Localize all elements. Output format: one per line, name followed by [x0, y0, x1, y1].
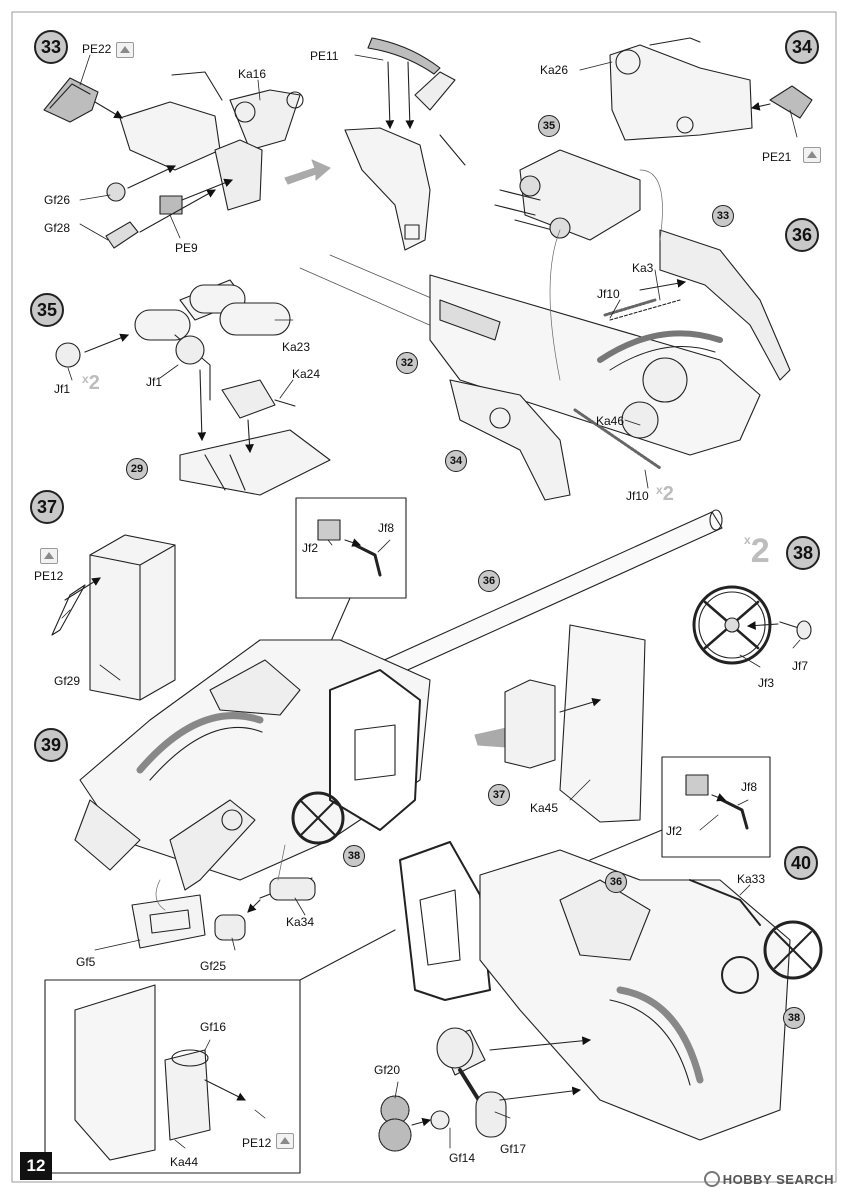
photo-etch-icon [116, 42, 134, 58]
hobby-search-icon [703, 1171, 720, 1187]
label-ka45: Ka45 [530, 801, 559, 815]
label-gf16: Gf16 [200, 1020, 227, 1034]
step-39-badge: 39 [34, 728, 68, 762]
ref-34-badge: 34 [445, 450, 467, 472]
step35-parts [55, 279, 331, 496]
ref-29-badge: 29 [126, 458, 148, 480]
label-pe11: PE11 [310, 49, 339, 63]
label-ka23: Ka23 [282, 340, 311, 354]
label-gf25: Gf25 [200, 959, 227, 973]
ref-37-badge: 37 [488, 784, 510, 806]
step-40-badge: 40 [784, 846, 818, 880]
label-jf1: Jf1 [54, 382, 71, 396]
multiplier-jf1: x2 [82, 372, 100, 394]
watermark-text: HOBBY SEARCH [722, 1172, 834, 1187]
label-pe22: PE22 [82, 42, 112, 56]
step-37-badge: 37 [30, 490, 64, 524]
step34-parts [609, 37, 813, 141]
step37-parts [51, 534, 176, 701]
step40-assembly [378, 841, 823, 1152]
ref-36-badge: 36 [478, 570, 500, 592]
step-36-badge: 36 [785, 218, 819, 252]
label-jf1-b: Jf1 [146, 375, 163, 389]
multiplier-jf10: x2 [656, 483, 674, 505]
ref-35-badge: 35 [538, 115, 560, 137]
label-pe21: PE21 [762, 150, 792, 164]
label-jf2: Jf2 [302, 541, 319, 555]
watermark-logo: HOBBY SEARCH [703, 1171, 834, 1187]
ref-36-badge-2: 36 [605, 871, 627, 893]
label-jf2-b: Jf2 [666, 824, 683, 838]
label-ka44: Ka44 [170, 1155, 199, 1169]
label-pe9: PE9 [175, 241, 198, 255]
step-38-badge: 38 [786, 536, 820, 570]
label-ka24: Ka24 [292, 367, 321, 381]
pe11-assembly [344, 37, 466, 251]
label-jf7: Jf7 [792, 659, 809, 673]
label-jf8: Jf8 [378, 521, 395, 535]
label-jf3: Jf3 [758, 676, 775, 690]
label-gf29: Gf29 [54, 674, 81, 688]
photo-etch-icon [40, 548, 58, 564]
label-gf28: Gf28 [44, 221, 71, 235]
ref-38-badge: 38 [343, 845, 365, 867]
step33-parts [43, 71, 304, 249]
step39-assembly [74, 639, 521, 949]
photo-etch-icon [276, 1133, 294, 1149]
label-ka33: Ka33 [737, 872, 766, 886]
label-jf8-b: Jf8 [741, 780, 758, 794]
label-gf26: Gf26 [44, 193, 71, 207]
label-gf14: Gf14 [449, 1151, 476, 1165]
label-pe12-b: PE12 [242, 1136, 272, 1150]
multiplier-step38: x2 [744, 532, 770, 570]
step38-handwheel [692, 585, 812, 665]
label-jf10-b: Jf10 [626, 489, 649, 503]
label-gf5: Gf5 [76, 955, 96, 969]
label-ka3: Ka3 [632, 261, 654, 275]
ref-32-badge: 32 [396, 352, 418, 374]
label-ka34: Ka34 [286, 915, 315, 929]
step-35-badge: 35 [30, 293, 64, 327]
label-pe12: PE12 [34, 569, 64, 583]
ref-38-badge-2: 38 [783, 1007, 805, 1029]
label-jf10: Jf10 [597, 287, 620, 301]
step-34-badge: 34 [785, 30, 819, 64]
label-ka16: Ka16 [238, 67, 267, 81]
label-gf20: Gf20 [374, 1063, 401, 1077]
step36-gun-body [299, 149, 791, 501]
photo-etch-icon [803, 147, 821, 163]
page-number: 12 [20, 1152, 52, 1180]
label-ka46: Ka46 [596, 414, 625, 428]
label-ka26: Ka26 [540, 63, 569, 77]
label-gf17: Gf17 [500, 1142, 527, 1156]
step-33-badge: 33 [34, 30, 68, 64]
ref-33-badge: 33 [712, 205, 734, 227]
